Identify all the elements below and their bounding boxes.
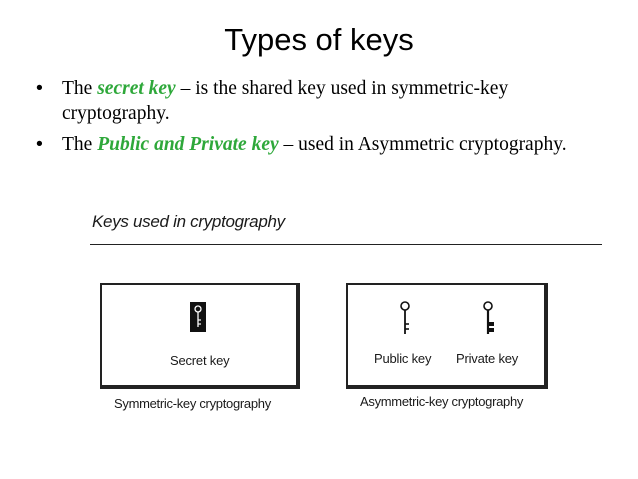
figure-divider	[90, 244, 602, 245]
bullet-public-private-key: • The Public and Private key – used in A…	[36, 132, 616, 157]
private-key-icon	[483, 301, 494, 334]
symmetric-caption: Symmetric-key cryptography	[114, 396, 271, 411]
bullet-list: • The secret key – is the shared key use…	[36, 76, 616, 163]
bullet-suffix: – is the shared key used in symmetric-ke…	[62, 78, 509, 124]
bullet-prefix: The	[62, 134, 98, 155]
private-key-label: Private key	[456, 351, 519, 366]
figure-title: Keys used in cryptography	[92, 212, 285, 231]
public-key-label: Public key	[374, 351, 432, 366]
term-secret-key: secret key	[97, 78, 176, 99]
bullet-secret-key: • The secret key – is the shared key use…	[36, 76, 616, 126]
bullet-prefix: The	[62, 78, 98, 99]
secret-key-label: Secret key	[170, 353, 230, 368]
bullet-dot: •	[36, 133, 43, 155]
asymmetric-box: Public key Private key	[346, 283, 548, 389]
symmetric-box: Secret key	[100, 283, 300, 389]
slide-title: Types of keys	[224, 22, 414, 57]
public-key-icon	[400, 301, 410, 334]
bullet-dot: •	[36, 77, 43, 99]
bullet-suffix: – used in Asymmetric cryptography.	[278, 134, 567, 155]
keys-figure: Keys used in cryptography Secret key Sym…	[88, 212, 604, 422]
secret-key-icon	[190, 302, 206, 332]
asymmetric-caption: Asymmetric-key cryptography	[360, 394, 524, 409]
term-public-private-key: Public and Private key	[97, 134, 279, 155]
